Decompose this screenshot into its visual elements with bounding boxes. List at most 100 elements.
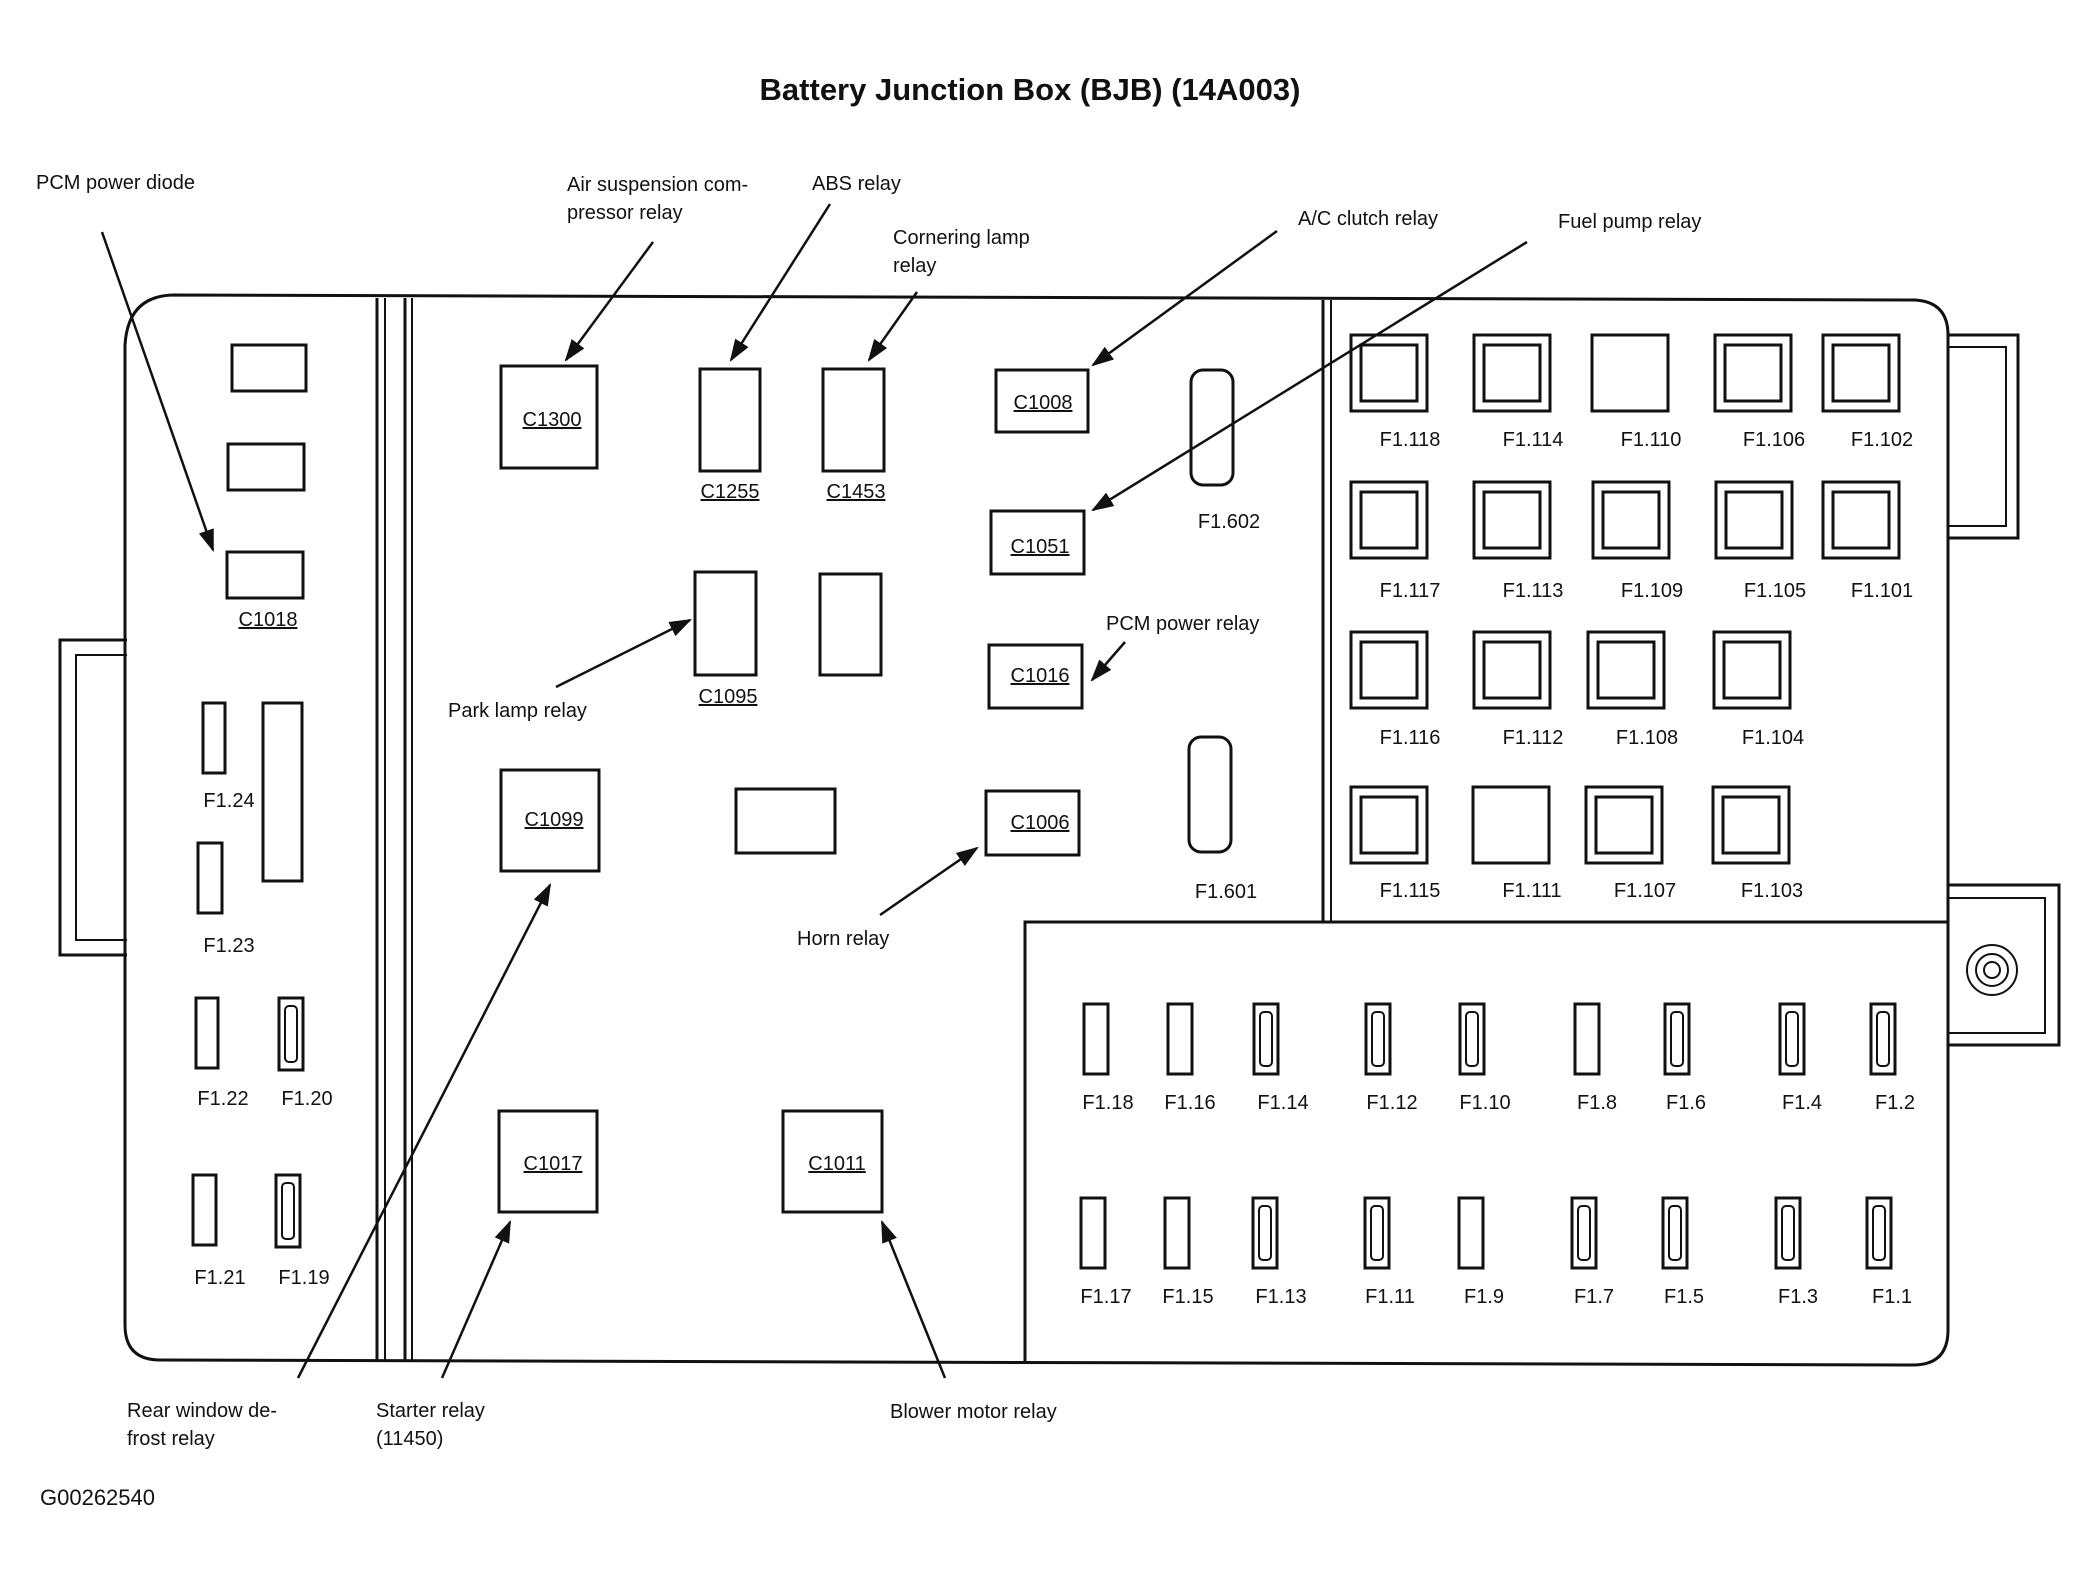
relay-c1453-label: C1453 <box>827 481 886 503</box>
callout-air-suspension-line1: Air suspension com- <box>567 174 748 196</box>
relay-c1255 <box>698 367 762 473</box>
cartridge-fuse-f1-111-label: F1.111 <box>1502 880 1561 902</box>
relay-c1008-label: C1008 <box>1014 392 1073 414</box>
mini-fuse-f1-6 <box>1663 1002 1691 1076</box>
cartridge-fuse-f1-117 <box>1349 480 1429 560</box>
mini-fuse-f1-13 <box>1251 1196 1279 1270</box>
fuse-f1-21-label: F1.21 <box>194 1267 245 1289</box>
relay-c1008 <box>994 368 1090 434</box>
cartridge-fuse-f1-116-label: F1.116 <box>1380 727 1441 749</box>
mini-fuse-f1-9 <box>1457 1196 1485 1270</box>
mini-fuse-f1-5 <box>1661 1196 1689 1270</box>
cartridge-fuse-f1-110 <box>1590 333 1670 413</box>
cartridge-fuse-f1-116-inner <box>1359 640 1419 700</box>
callouts: PCM power diode Air suspension com- pres… <box>36 172 1701 1510</box>
mini-fuse-f1-9-label: F1.9 <box>1464 1286 1504 1308</box>
cartridge-fuse-f1-115-inner <box>1359 795 1419 855</box>
relay-c1006-label: C1006 <box>1011 812 1070 834</box>
mini-fuse-f1-8-label: F1.8 <box>1577 1092 1617 1114</box>
mini-fuse-f1-1 <box>1865 1196 1893 1270</box>
mini-fuse-f1-5-label: F1.5 <box>1664 1286 1704 1308</box>
cartridge-fuse-f1-110-label: F1.110 <box>1621 429 1682 451</box>
cartridge-fuse-f1-108-label: F1.108 <box>1616 727 1678 749</box>
mini-fuse-f1-4 <box>1778 1002 1806 1076</box>
cartridge-fuse-f1-109-label: F1.109 <box>1621 580 1683 602</box>
cartridge-fuse-f1-103-inner <box>1721 795 1781 855</box>
mini-fuse-f1-3-label: F1.3 <box>1778 1286 1818 1308</box>
fuse-f1-23 <box>196 841 224 915</box>
fuse-f1-23-label: F1.23 <box>203 935 254 957</box>
cartridge-fuse-f1-117-label: F1.117 <box>1380 580 1441 602</box>
leader-starter <box>440 1219 512 1379</box>
maxi-fuse-f1-602 <box>1189 368 1235 487</box>
cartridge-fuse-f1-113-inner <box>1482 490 1542 550</box>
cartridge-fuse-f1-113-label: F1.113 <box>1503 580 1564 602</box>
mini-fuse-f1-2-blade <box>1876 1011 1890 1067</box>
figure-id: G00262540 <box>40 1485 155 1510</box>
cartridge-fuse-f1-114-inner <box>1482 343 1542 403</box>
maxi-fuse-f1-602-label: F1.602 <box>1198 511 1260 533</box>
mini-fuse-f1-11-label: F1.11 <box>1365 1286 1415 1308</box>
cartridge-fuse-f1-105-label: F1.105 <box>1744 580 1806 602</box>
relay-slot-unlabeled-1 <box>818 572 883 677</box>
mini-fuse-f1-2-label: F1.2 <box>1875 1092 1915 1114</box>
leader-pcm-power-relay <box>1090 641 1126 682</box>
leader-rear-window <box>296 882 552 1379</box>
cartridge-fuse-f1-118-inner <box>1359 343 1419 403</box>
relay-c1453 <box>821 367 886 473</box>
cartridge-fuse-f1-104 <box>1712 630 1792 710</box>
page-title: Battery Junction Box (BJB) (14A003) <box>760 72 1301 107</box>
relay-c1016-label: C1016 <box>1011 665 1070 687</box>
fuse-f1-19 <box>274 1173 302 1249</box>
leader-cornering-lamp <box>867 291 919 362</box>
cartridge-fuse-f1-112 <box>1472 630 1552 710</box>
callout-pcm-power-diode: PCM power diode <box>36 172 195 194</box>
relay-slot-top <box>230 343 308 393</box>
callout-abs-relay: ABS relay <box>812 173 901 195</box>
cartridge-fuse-f1-106 <box>1713 333 1793 413</box>
callout-fuel-pump-relay: Fuel pump relay <box>1558 211 1701 233</box>
fuse-f1-22 <box>194 996 220 1070</box>
cartridge-fuse-f1-102-label: F1.102 <box>1851 429 1913 451</box>
leader-park-lamp <box>555 618 693 689</box>
mini-fuse-f1-3 <box>1774 1196 1802 1270</box>
leader-fuel-pump <box>1091 240 1528 512</box>
relay-c1016 <box>987 643 1084 710</box>
leader-air-suspension <box>564 241 655 362</box>
relay-c1011-label: C1011 <box>808 1153 865 1175</box>
cartridge-fuse-f1-101 <box>1821 480 1901 560</box>
relay-c1051 <box>989 509 1086 576</box>
callout-leaders <box>100 203 1528 1379</box>
leader-blower <box>880 1219 947 1379</box>
mini-fuse-f1-14 <box>1252 1002 1280 1076</box>
mini-fuse-f1-14-label: F1.14 <box>1257 1092 1308 1114</box>
relay-c1099-label: C1099 <box>525 809 584 831</box>
relay-c1095-label: C1095 <box>699 686 758 708</box>
cartridge-fuse-f1-105 <box>1714 480 1794 560</box>
callout-blower-motor-relay: Blower motor relay <box>890 1401 1057 1423</box>
cartridge-fuse-f1-112-inner <box>1482 640 1542 700</box>
cartridge-fuse-f1-103-label: F1.103 <box>1741 880 1803 902</box>
cartridge-fuse-f1-115-label: F1.115 <box>1380 880 1441 902</box>
mini-fuse-f1-18 <box>1082 1002 1110 1076</box>
relay-panel: C1300 C1255 C1453 C1008 F1.602 C1051 C10… <box>497 364 1260 1214</box>
mini-fuse-f1-17 <box>1079 1196 1107 1270</box>
callout-air-suspension-line2: pressor relay <box>567 202 683 224</box>
mini-fuse-f1-12-blade <box>1371 1011 1385 1067</box>
cartridge-fuse-f1-118-label: F1.118 <box>1380 429 1441 451</box>
cartridge-fuse-f1-109-inner <box>1601 490 1661 550</box>
fuse-f1-19-label: F1.19 <box>278 1267 329 1289</box>
leader-pcm-power-diode <box>100 231 215 553</box>
cartridge-fuse-f1-106-inner <box>1723 343 1783 403</box>
relay-c1017 <box>497 1109 599 1214</box>
fuse-f1-21 <box>191 1173 218 1247</box>
cartridge-fuse-f1-109 <box>1591 480 1671 560</box>
mini-fuse-f1-1-blade <box>1872 1205 1886 1261</box>
relay-slot-unlabeled-2 <box>734 787 837 855</box>
cartridge-fuse-f1-104-inner <box>1722 640 1782 700</box>
mini-fuse-f1-10 <box>1458 1002 1486 1076</box>
relay-c1017-label: C1017 <box>524 1153 583 1175</box>
relay-c1099 <box>499 768 601 873</box>
